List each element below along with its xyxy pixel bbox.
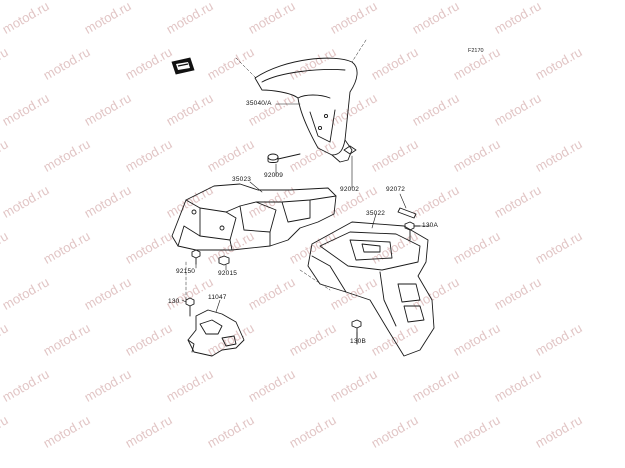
label-35040a: 35040/A [246, 100, 272, 107]
fastener-92002-shape [343, 145, 357, 155]
leader-lines [181, 103, 431, 345]
bracket-11047-shape [187, 309, 245, 357]
nut-92015-shape [218, 255, 230, 266]
rear-fender-shape [307, 221, 435, 357]
kawasaki-logo [171, 57, 195, 75]
label-11047: 11047 [208, 294, 227, 301]
bolt-130A-shape [404, 221, 421, 241]
label-130b: 130B [350, 338, 366, 345]
inner-fender-shape [171, 183, 337, 251]
label-92002: 92002 [340, 186, 360, 193]
clip-92072-shape [397, 207, 417, 219]
label-92150: 92150 [176, 268, 196, 275]
label-130a: 130A [422, 222, 438, 229]
label-92072: 92072 [386, 186, 406, 193]
label-92009: 92009 [264, 172, 284, 179]
label-130: 130 [168, 298, 180, 305]
bolt-130-shape [185, 297, 195, 317]
bolt-92009-shape [267, 153, 301, 163]
label-35022: 35022 [366, 210, 386, 217]
label-92015: 92015 [218, 270, 238, 277]
label-35023: 35023 [232, 176, 252, 183]
front-fender-shape [254, 57, 358, 163]
bolt-92150-shape [191, 249, 201, 265]
figure-number: F2170 [468, 48, 484, 54]
reference-lines [185, 39, 367, 301]
